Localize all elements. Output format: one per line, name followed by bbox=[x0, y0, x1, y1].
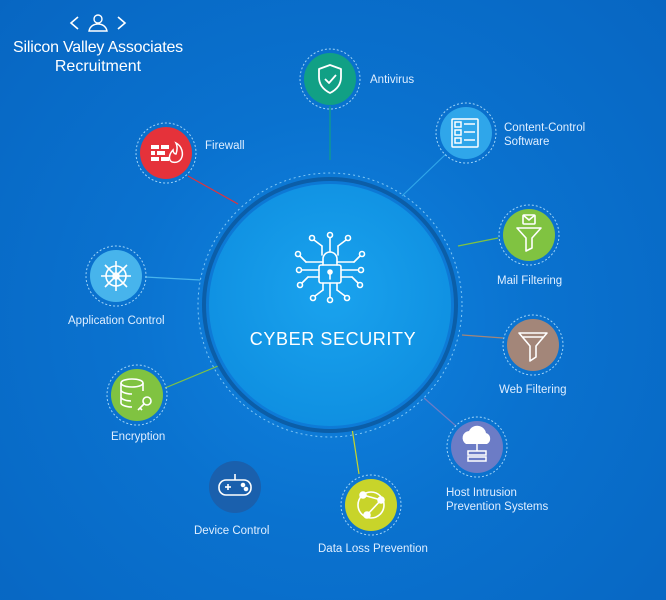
mail-funnel-icon bbox=[516, 214, 542, 252]
ship-wheel-icon bbox=[101, 261, 131, 291]
brand-name-line2: Recruitment bbox=[54, 58, 142, 75]
connector-web-filtering bbox=[461, 334, 504, 339]
center-hub bbox=[197, 172, 463, 438]
node-encryption[interactable] bbox=[106, 364, 168, 426]
label-host-intrusion: Host Intrusion Prevention Systems bbox=[446, 487, 549, 513]
label-encryption: Encryption bbox=[111, 431, 166, 443]
label-application-control: Application Control bbox=[68, 315, 165, 327]
node-host-intrusion[interactable] bbox=[446, 416, 508, 478]
connector-mail-filtering bbox=[457, 237, 499, 247]
center-title: CYBER SECURITY bbox=[249, 329, 417, 349]
node-device-control[interactable] bbox=[209, 461, 261, 513]
brand-name-line1: Silicon Valley Associates bbox=[13, 39, 183, 56]
circuit-lock-icon bbox=[294, 231, 366, 304]
funnel-icon bbox=[518, 332, 548, 362]
connector-content-control bbox=[401, 153, 447, 197]
node-firewall[interactable] bbox=[135, 122, 197, 184]
connector-data-loss bbox=[351, 427, 360, 475]
label-web-filtering: Web Filtering bbox=[499, 384, 567, 396]
connector-firewall bbox=[187, 175, 239, 205]
connector-host-intrusion bbox=[423, 397, 457, 427]
document-list-icon bbox=[451, 118, 479, 148]
shield-check-icon bbox=[318, 64, 342, 94]
label-antivirus: Antivirus bbox=[370, 74, 415, 86]
firewall-icon bbox=[151, 141, 184, 164]
node-antivirus[interactable] bbox=[299, 48, 361, 110]
node-content-control[interactable] bbox=[435, 102, 497, 164]
connector-application-control bbox=[144, 276, 201, 281]
logo-user-brackets-icon bbox=[69, 14, 127, 32]
connector-encryption bbox=[164, 365, 219, 389]
node-data-loss[interactable] bbox=[340, 474, 402, 536]
label-content-control: Content-Control Software bbox=[504, 122, 586, 148]
brand-logo: Silicon Valley Associates Recruitment bbox=[8, 12, 188, 76]
center-disc bbox=[209, 184, 451, 426]
center-outer-dashed-ring bbox=[197, 172, 463, 438]
center-outer-ring bbox=[202, 177, 458, 433]
label-mail-filtering: Mail Filtering bbox=[497, 275, 563, 287]
label-data-loss: Data Loss Prevention bbox=[318, 543, 428, 555]
gamepad-icon bbox=[218, 474, 252, 496]
label-device-control: Device Control bbox=[194, 525, 270, 537]
cloud-server-icon bbox=[462, 425, 491, 462]
database-key-icon bbox=[120, 378, 152, 411]
connector-lines bbox=[144, 106, 504, 475]
node-application-control[interactable] bbox=[85, 245, 147, 307]
node-mail-filtering[interactable] bbox=[498, 204, 560, 266]
label-firewall: Firewall bbox=[205, 140, 245, 152]
node-web-filtering[interactable] bbox=[502, 314, 564, 376]
network-circle-icon bbox=[357, 491, 385, 519]
